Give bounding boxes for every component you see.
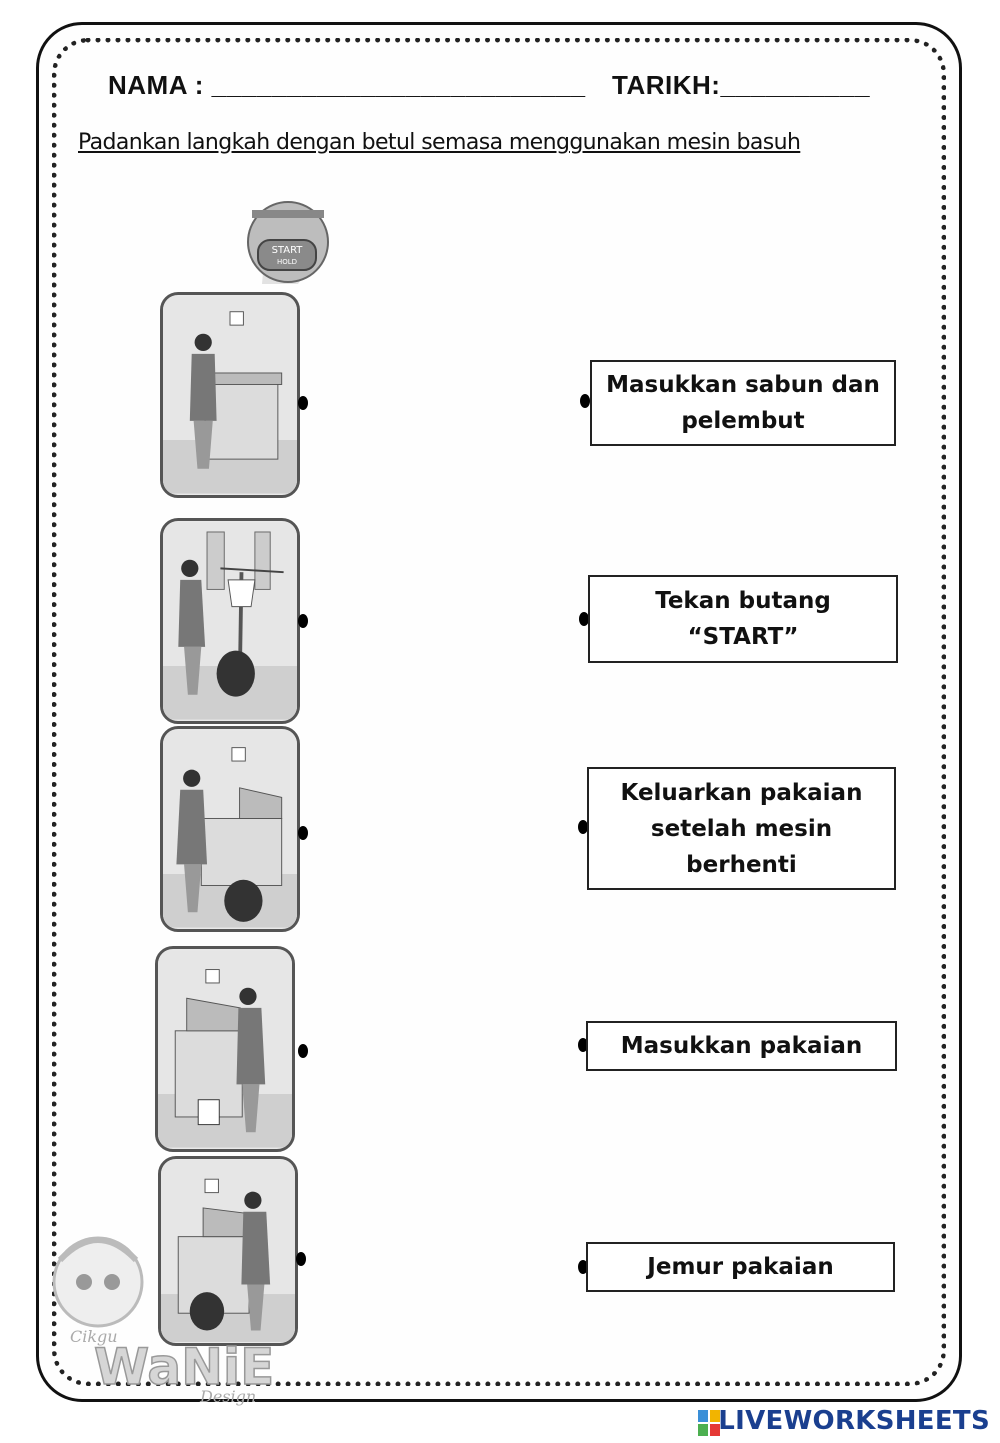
match-dot-right[interactable] [578, 820, 588, 834]
instruction-text: Padankan langkah dengan betul semasa men… [78, 130, 801, 155]
match-dot-left[interactable] [298, 614, 308, 628]
zoom-start-text: START [272, 245, 304, 256]
match-dot-right[interactable] [578, 1260, 588, 1274]
date-field[interactable]: TARIKH:__________ [612, 70, 871, 100]
start-button-zoom-callout: START HOLD [247, 201, 329, 284]
match-dot-left[interactable] [296, 1252, 306, 1266]
option-label: Tekan butang “START” [655, 588, 831, 650]
match-dot-right[interactable] [580, 394, 590, 408]
picture-add-detergent [155, 946, 295, 1152]
match-dot-left[interactable] [298, 396, 308, 410]
option-box-hang: Jemur pakaian [586, 1242, 895, 1292]
option-label: Keluarkan pakaian setelah mesin berhenti [620, 779, 863, 878]
option-box-start: Tekan butang “START” [588, 575, 898, 663]
logo-text-3: Design [199, 1387, 256, 1406]
match-dot-left[interactable] [298, 826, 308, 840]
match-dot-right[interactable] [578, 1038, 588, 1052]
liveworksheets-icon [698, 1410, 720, 1436]
picture-load-clothes [158, 1156, 298, 1346]
option-label: Masukkan pakaian [620, 1033, 863, 1059]
picture-remove-clothes [160, 726, 300, 932]
liveworksheets-brand: LIVEWORKSHEETS [718, 1406, 990, 1436]
option-box-remove: Keluarkan pakaian setelah mesin berhenti [587, 767, 896, 890]
option-label: Jemur pakaian [647, 1254, 834, 1280]
logo-text-1: Cikgu [70, 1327, 118, 1346]
cikgu-wanie-logo: Cikgu WaNiE Design [52, 1236, 275, 1406]
dotted-border [52, 38, 946, 1386]
picture-press-start [160, 292, 300, 498]
name-field[interactable]: NAMA : _________________________ [108, 70, 586, 100]
match-dot-left[interactable] [298, 1044, 308, 1058]
option-box-soap: Masukkan sabun dan pelembut [590, 360, 896, 446]
option-box-load: Masukkan pakaian [586, 1021, 897, 1071]
zoom-hold-text: HOLD [277, 258, 297, 266]
option-label: Masukkan sabun dan pelembut [606, 372, 880, 434]
picture-hang-clothes [160, 518, 300, 724]
logo-text-2: WaNiE [94, 1338, 274, 1396]
match-dot-right[interactable] [579, 612, 589, 626]
